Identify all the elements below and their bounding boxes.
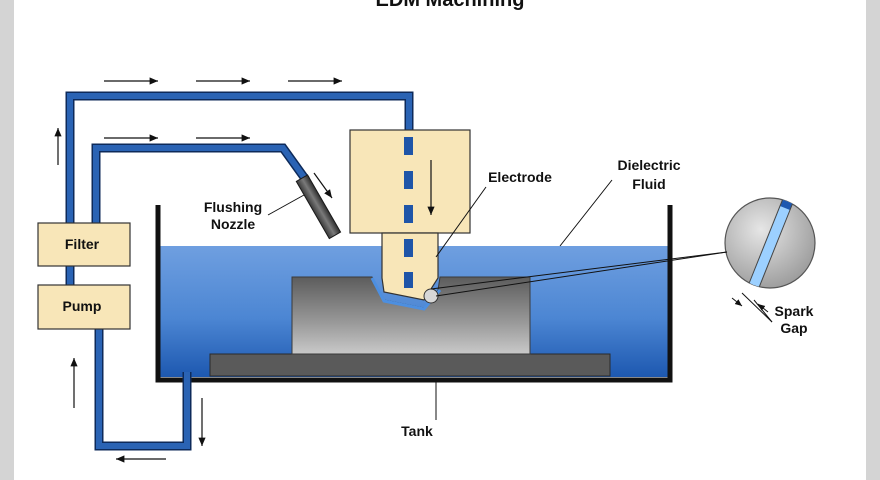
dielectric-label-line1: Dielectric	[617, 157, 680, 173]
spark-gap-marker	[423, 288, 439, 304]
spark-label-line1: Spark	[775, 303, 814, 319]
pump-label: Pump	[63, 298, 102, 314]
flushing-label-line1: Flushing	[204, 199, 262, 215]
filter-label: Filter	[65, 236, 100, 252]
diagram-title: EDM Machining	[376, 0, 525, 11]
pump-box	[37, 284, 131, 330]
pipe-system	[65, 91, 414, 451]
flushing-label-line2: Nozzle	[211, 216, 256, 232]
electrode-label: Electrode	[488, 169, 552, 185]
filter-box	[37, 222, 131, 267]
tank	[155, 205, 673, 383]
flushing-nozzle	[295, 174, 342, 240]
electrode	[381, 232, 439, 301]
gap-arrows	[731, 297, 769, 313]
dielectric-label-line2: Fluid	[632, 176, 665, 192]
flow-arrows	[54, 77, 435, 463]
spark-label-line2: Gap	[780, 320, 807, 336]
electrode-channel	[404, 137, 413, 288]
leader-lines	[267, 179, 773, 420]
tank-label: Tank	[401, 423, 433, 439]
base-plate	[209, 353, 611, 377]
